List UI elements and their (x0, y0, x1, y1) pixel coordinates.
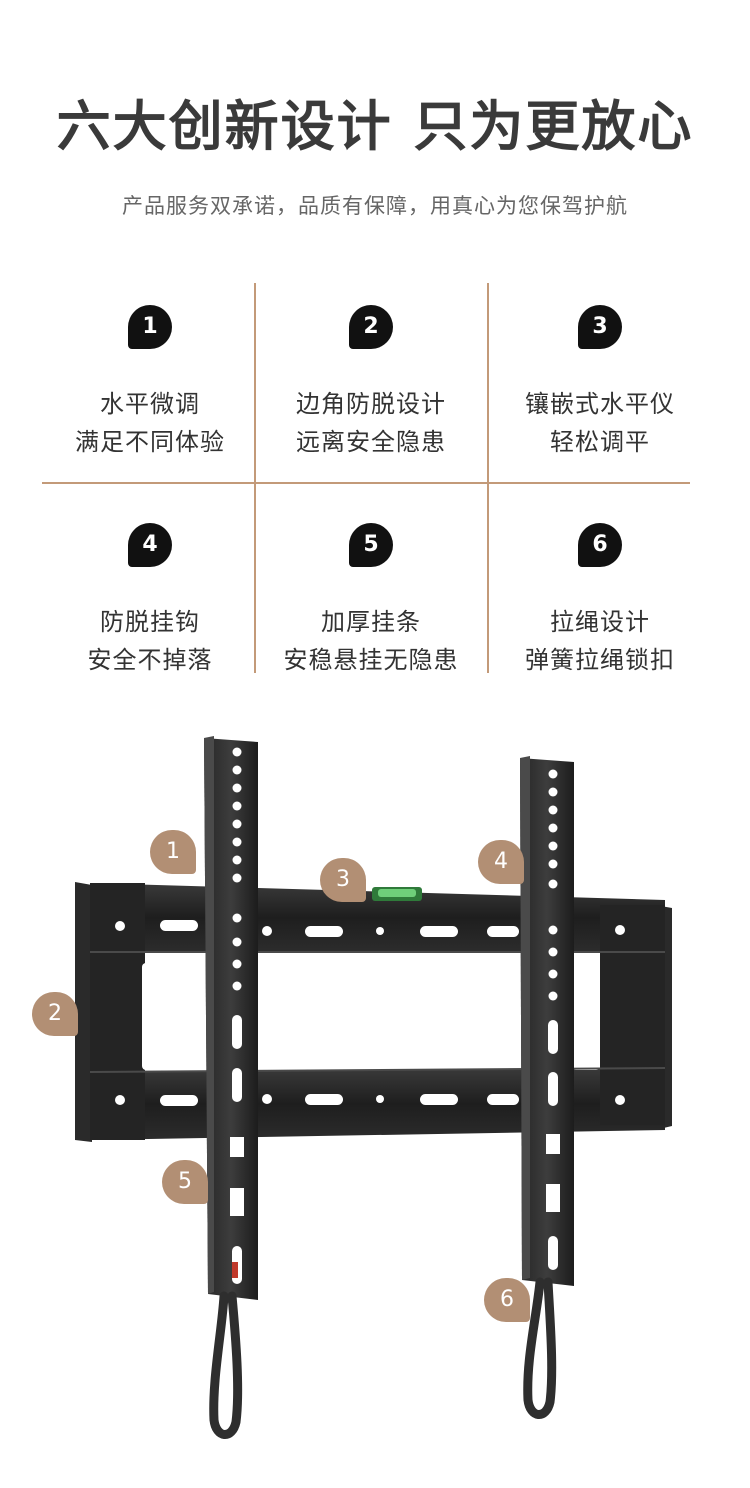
feature-number-badge: 3 (578, 305, 622, 349)
callout-badge: 4 (478, 840, 524, 884)
feature-cell-5: 5 加厚挂条 安稳悬挂无隐患 (263, 523, 479, 679)
feature-title: 水平微调 (100, 390, 200, 418)
feature-cell-3: 3 镶嵌式水平仪 轻松调平 (492, 305, 708, 461)
feature-number-badge: 5 (349, 523, 393, 567)
feature-number-badge: 6 (578, 523, 622, 567)
feature-number-badge: 4 (128, 523, 172, 567)
feature-description: 安全不掉落 (87, 646, 213, 674)
page-title: 六大创新设计 只为更放心 (56, 95, 694, 158)
feature-title: 镶嵌式水平仪 (525, 390, 675, 418)
product-illustration: 1 2 3 4 5 6 (0, 690, 750, 1488)
feature-cell-6: 6 拉绳设计 弹簧拉绳锁扣 (492, 523, 708, 679)
grid-divider-horizontal (42, 482, 690, 484)
feature-title: 边角防脱设计 (296, 390, 446, 418)
callout-badge: 5 (162, 1160, 208, 1204)
feature-title: 防脱挂钩 (100, 608, 200, 636)
feature-cell-1: 1 水平微调 满足不同体验 (42, 305, 258, 461)
callout-badge: 2 (32, 992, 78, 1036)
tv-wall-mount-bracket-image (75, 736, 672, 1439)
page-subtitle: 产品服务双承诺，品质有保障，用真心为您保驾护航 (122, 194, 628, 218)
feature-description: 满足不同体验 (75, 428, 225, 456)
feature-title: 拉绳设计 (550, 608, 650, 636)
feature-description: 弹簧拉绳锁扣 (525, 646, 675, 674)
callout-badge: 1 (150, 830, 196, 874)
feature-number-badge: 2 (349, 305, 393, 349)
feature-grid: 1 水平微调 满足不同体验 2 边角防脱设计 远离安全隐患 3 镶嵌式水平仪 轻… (42, 283, 690, 674)
feature-number-badge: 1 (128, 305, 172, 349)
feature-description: 远离安全隐患 (296, 428, 446, 456)
grid-divider-vertical (487, 283, 489, 673)
feature-cell-2: 2 边角防脱设计 远离安全隐患 (263, 305, 479, 461)
feature-description: 安稳悬挂无隐患 (283, 646, 459, 674)
callout-badge: 6 (484, 1278, 530, 1322)
feature-title: 加厚挂条 (321, 608, 421, 636)
feature-description: 轻松调平 (550, 428, 650, 456)
callout-badge: 3 (320, 858, 366, 902)
feature-cell-4: 4 防脱挂钩 安全不掉落 (42, 523, 258, 679)
grid-divider-vertical (254, 283, 256, 673)
